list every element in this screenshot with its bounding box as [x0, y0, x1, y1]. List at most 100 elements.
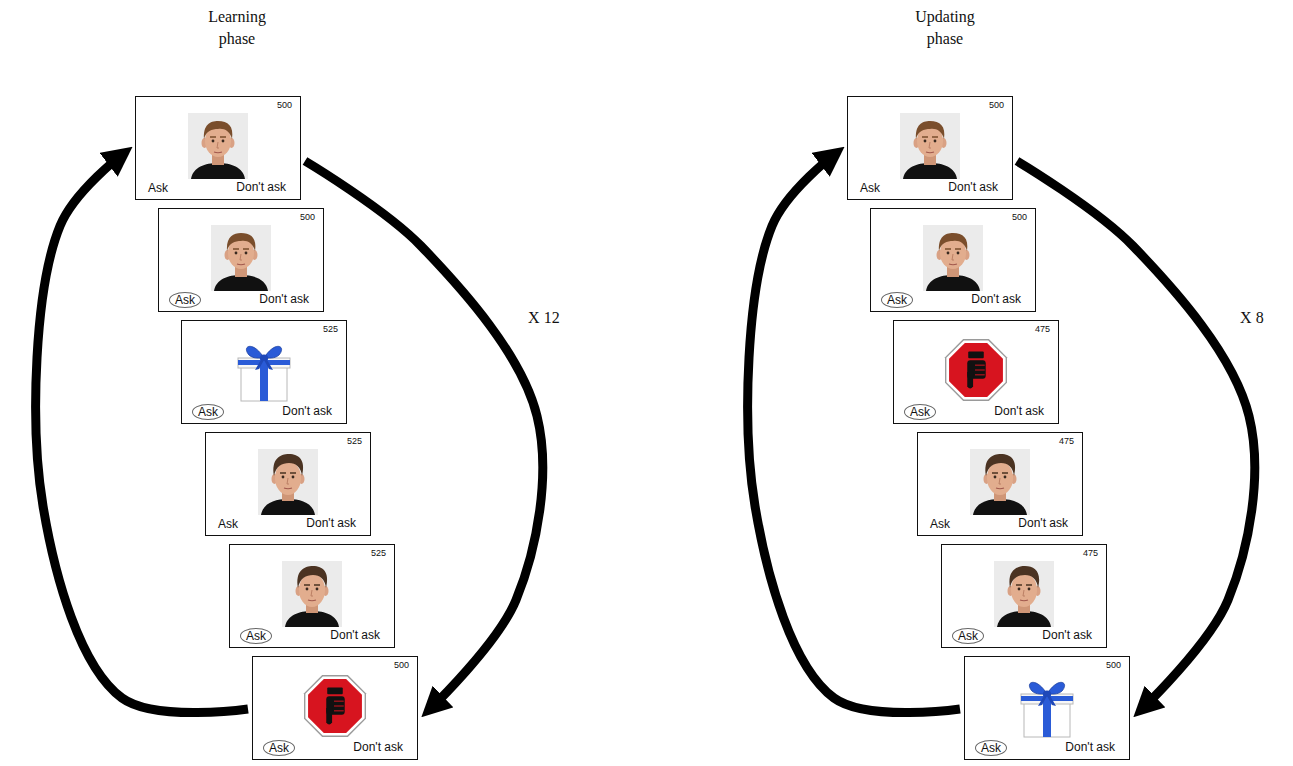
face-photo: [970, 449, 1030, 515]
bow-knot: [1043, 691, 1051, 697]
sign-rim: [304, 675, 366, 737]
mouth: [237, 263, 245, 265]
brows: [945, 248, 961, 249]
eye: [212, 140, 215, 143]
dont-ask-option: Don't ask: [948, 180, 998, 194]
mouth: [1020, 599, 1028, 601]
dont-ask-option: Don't ask: [282, 404, 332, 418]
screen-panel: 500AskDon't ask: [158, 208, 324, 312]
screen-panel: 475AskDon't ask: [917, 432, 1083, 536]
shirt: [214, 275, 268, 291]
brows: [922, 136, 938, 137]
eye: [934, 140, 937, 143]
screen-panel: 475AskDon't ask: [941, 544, 1107, 648]
screen-panel: 525AskDon't ask: [181, 320, 347, 424]
dont-ask-option: Don't ask: [236, 180, 286, 194]
screen-panel: 525AskDon't ask: [205, 432, 371, 536]
brows: [280, 472, 296, 473]
shirt: [261, 499, 315, 515]
sign-ring: [305, 676, 364, 735]
mouth: [214, 151, 222, 153]
ask-option: Ask: [169, 292, 201, 308]
hair: [273, 454, 303, 476]
photo-background: [282, 561, 342, 627]
score-number: 500: [1106, 660, 1121, 670]
photo-background: [211, 225, 271, 291]
thumb: [967, 372, 973, 389]
mouth: [926, 151, 934, 153]
brows: [233, 248, 249, 249]
nose: [217, 142, 219, 148]
nose: [287, 478, 289, 484]
mouth: [308, 599, 316, 601]
screen-panel: 500AskDon't ask: [252, 656, 418, 760]
score-number: 475: [1035, 324, 1050, 334]
eye: [1018, 588, 1021, 591]
mouth: [949, 263, 957, 265]
eye: [1004, 476, 1007, 479]
nose: [311, 590, 313, 596]
brows: [1016, 584, 1032, 585]
screen-panel: 500Ask Don't ask: [964, 656, 1130, 760]
photo-background: [258, 449, 318, 515]
screen-panel: 525AskDon't ask: [229, 544, 395, 648]
eye: [924, 140, 927, 143]
brows: [992, 472, 1008, 473]
face-photo: [188, 113, 248, 179]
eye: [222, 140, 225, 143]
eye: [316, 588, 319, 591]
photo-background: [900, 113, 960, 179]
eye: [947, 252, 950, 255]
eye: [292, 476, 295, 479]
dont-ask-option: Don't ask: [1042, 628, 1092, 642]
eye: [1028, 588, 1031, 591]
stop-sign: [308, 679, 362, 733]
ask-option: Ask: [975, 740, 1007, 756]
nose: [999, 478, 1001, 484]
score-number: 500: [277, 100, 292, 110]
stop-sign: [949, 343, 1003, 397]
score-number: 525: [371, 548, 386, 558]
score-number: 525: [347, 436, 362, 446]
hair: [916, 121, 944, 139]
face-photo: [258, 449, 318, 515]
sign-rim: [945, 339, 1007, 401]
ask-option: Ask: [860, 181, 880, 195]
nose: [240, 254, 242, 260]
stop-sign-picture: [301, 672, 369, 740]
brows: [304, 584, 320, 585]
dont-ask-option: Don't ask: [971, 292, 1021, 306]
photo-background: [923, 225, 983, 291]
ask-option: Ask: [930, 517, 950, 531]
ask-option: Ask: [148, 181, 168, 195]
photo-background: [970, 449, 1030, 515]
eye: [235, 252, 238, 255]
hair: [227, 233, 255, 251]
dont-ask-option: Don't ask: [1065, 740, 1115, 754]
dont-ask-option: Don't ask: [353, 740, 403, 754]
score-number: 525: [323, 324, 338, 334]
face-photo: [282, 561, 342, 627]
score-number: 500: [1012, 212, 1027, 222]
screen-panel: 500AskDon't ask: [870, 208, 1036, 312]
shirt: [903, 163, 957, 179]
dont-ask-option: Don't ask: [306, 516, 356, 530]
sign-ring: [946, 340, 1005, 399]
ask-option: Ask: [240, 628, 272, 644]
score-number: 475: [1059, 436, 1074, 446]
screen-panel: 500Ask Don't ask: [135, 96, 301, 200]
ask-option: Ask: [952, 628, 984, 644]
ribbon: [1021, 696, 1073, 701]
hair: [985, 454, 1015, 476]
hair: [204, 121, 232, 139]
face-photo: [211, 225, 271, 291]
finger-lines: [334, 701, 344, 711]
stop-sign-picture: [942, 336, 1010, 404]
nose: [1023, 590, 1025, 596]
nose: [952, 254, 954, 260]
eye: [282, 476, 285, 479]
photo-background: [994, 561, 1054, 627]
repeat-count: X 8: [1238, 309, 1266, 327]
hair: [1009, 566, 1039, 588]
